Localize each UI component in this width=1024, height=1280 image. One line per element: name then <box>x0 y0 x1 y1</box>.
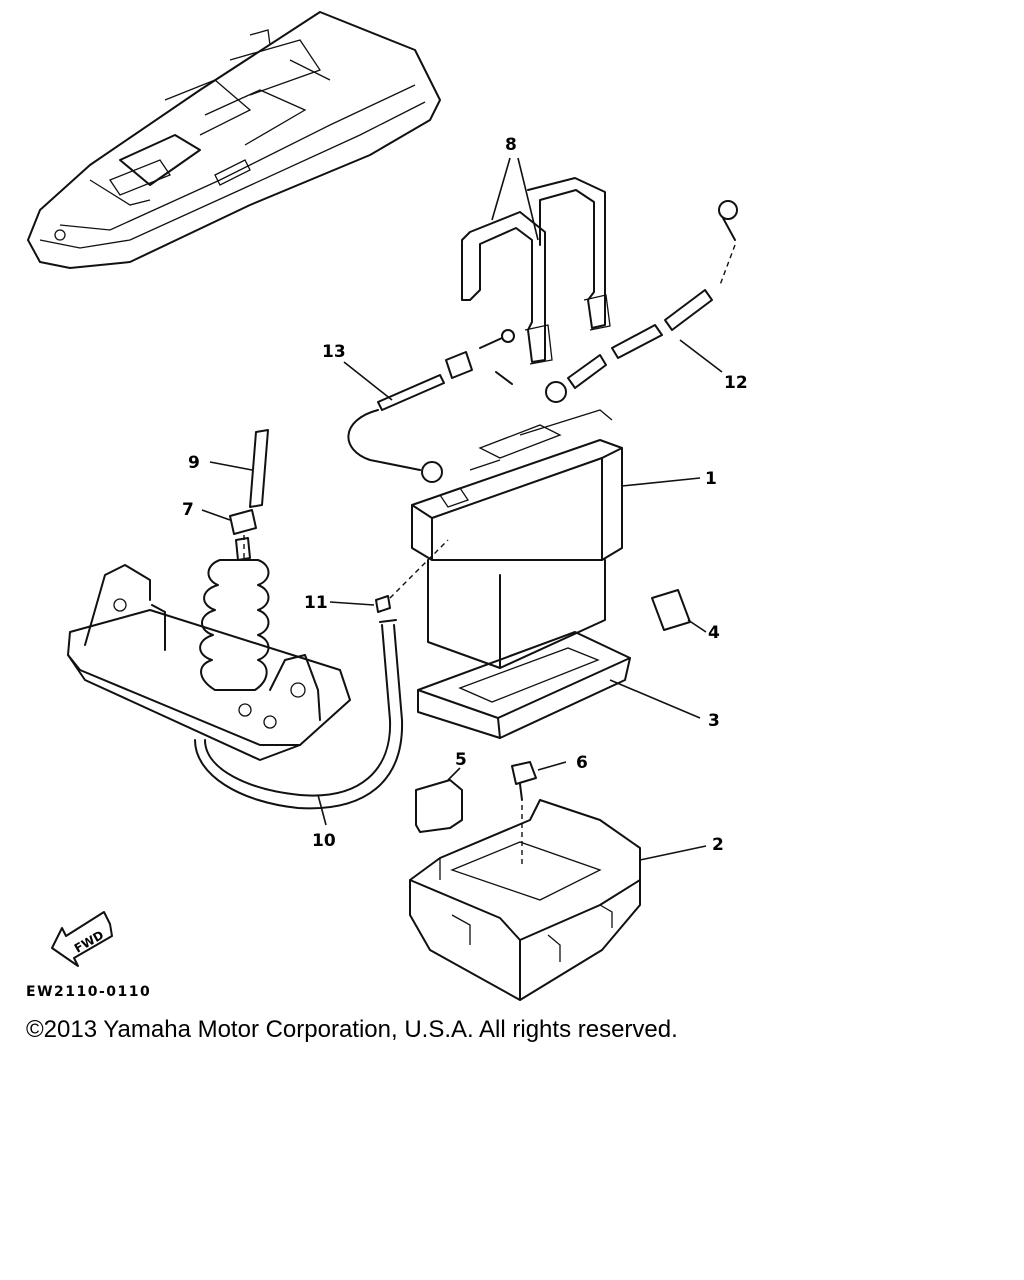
callout-2: 2 <box>712 835 724 855</box>
callout-labels: 8 13 12 1 9 7 11 4 3 5 6 2 10 <box>182 135 748 855</box>
negative-cable <box>347 329 515 483</box>
callout-3: 3 <box>708 711 720 731</box>
hose-clip <box>375 539 449 613</box>
battery-box <box>409 799 641 1001</box>
mounting-plate <box>67 537 351 761</box>
vent-hose <box>194 619 404 810</box>
callout-13: 13 <box>322 342 346 362</box>
battery-label-sticker <box>651 589 691 631</box>
callout-5: 5 <box>455 750 467 770</box>
callout-11: 11 <box>304 593 328 613</box>
callout-10: 10 <box>312 831 336 851</box>
callout-4: 4 <box>708 623 720 643</box>
vent-cap <box>415 779 463 833</box>
fwd-arrow-icon: FWD <box>51 911 113 967</box>
callout-6: 6 <box>576 753 588 773</box>
leader-lines <box>201 157 723 861</box>
battery-straps <box>461 177 611 365</box>
callout-8: 8 <box>505 135 517 155</box>
callout-7: 7 <box>182 500 194 520</box>
battery-parts-diagram: 8 13 12 1 9 7 11 4 3 5 6 2 10 FWD EW2110… <box>26 11 748 1001</box>
copyright-notice: ©2013 Yamaha Motor Corporation, U.S.A. A… <box>26 1016 678 1043</box>
battery-pad <box>417 631 631 739</box>
callout-9: 9 <box>188 453 200 473</box>
watercraft-illustration <box>27 11 441 269</box>
mounting-bolt <box>511 761 537 865</box>
diagram-code: EW2110-0110 <box>26 984 151 1000</box>
positive-cable <box>545 200 738 403</box>
callout-12: 12 <box>724 373 748 393</box>
callout-1: 1 <box>705 469 717 489</box>
battery <box>411 409 623 669</box>
